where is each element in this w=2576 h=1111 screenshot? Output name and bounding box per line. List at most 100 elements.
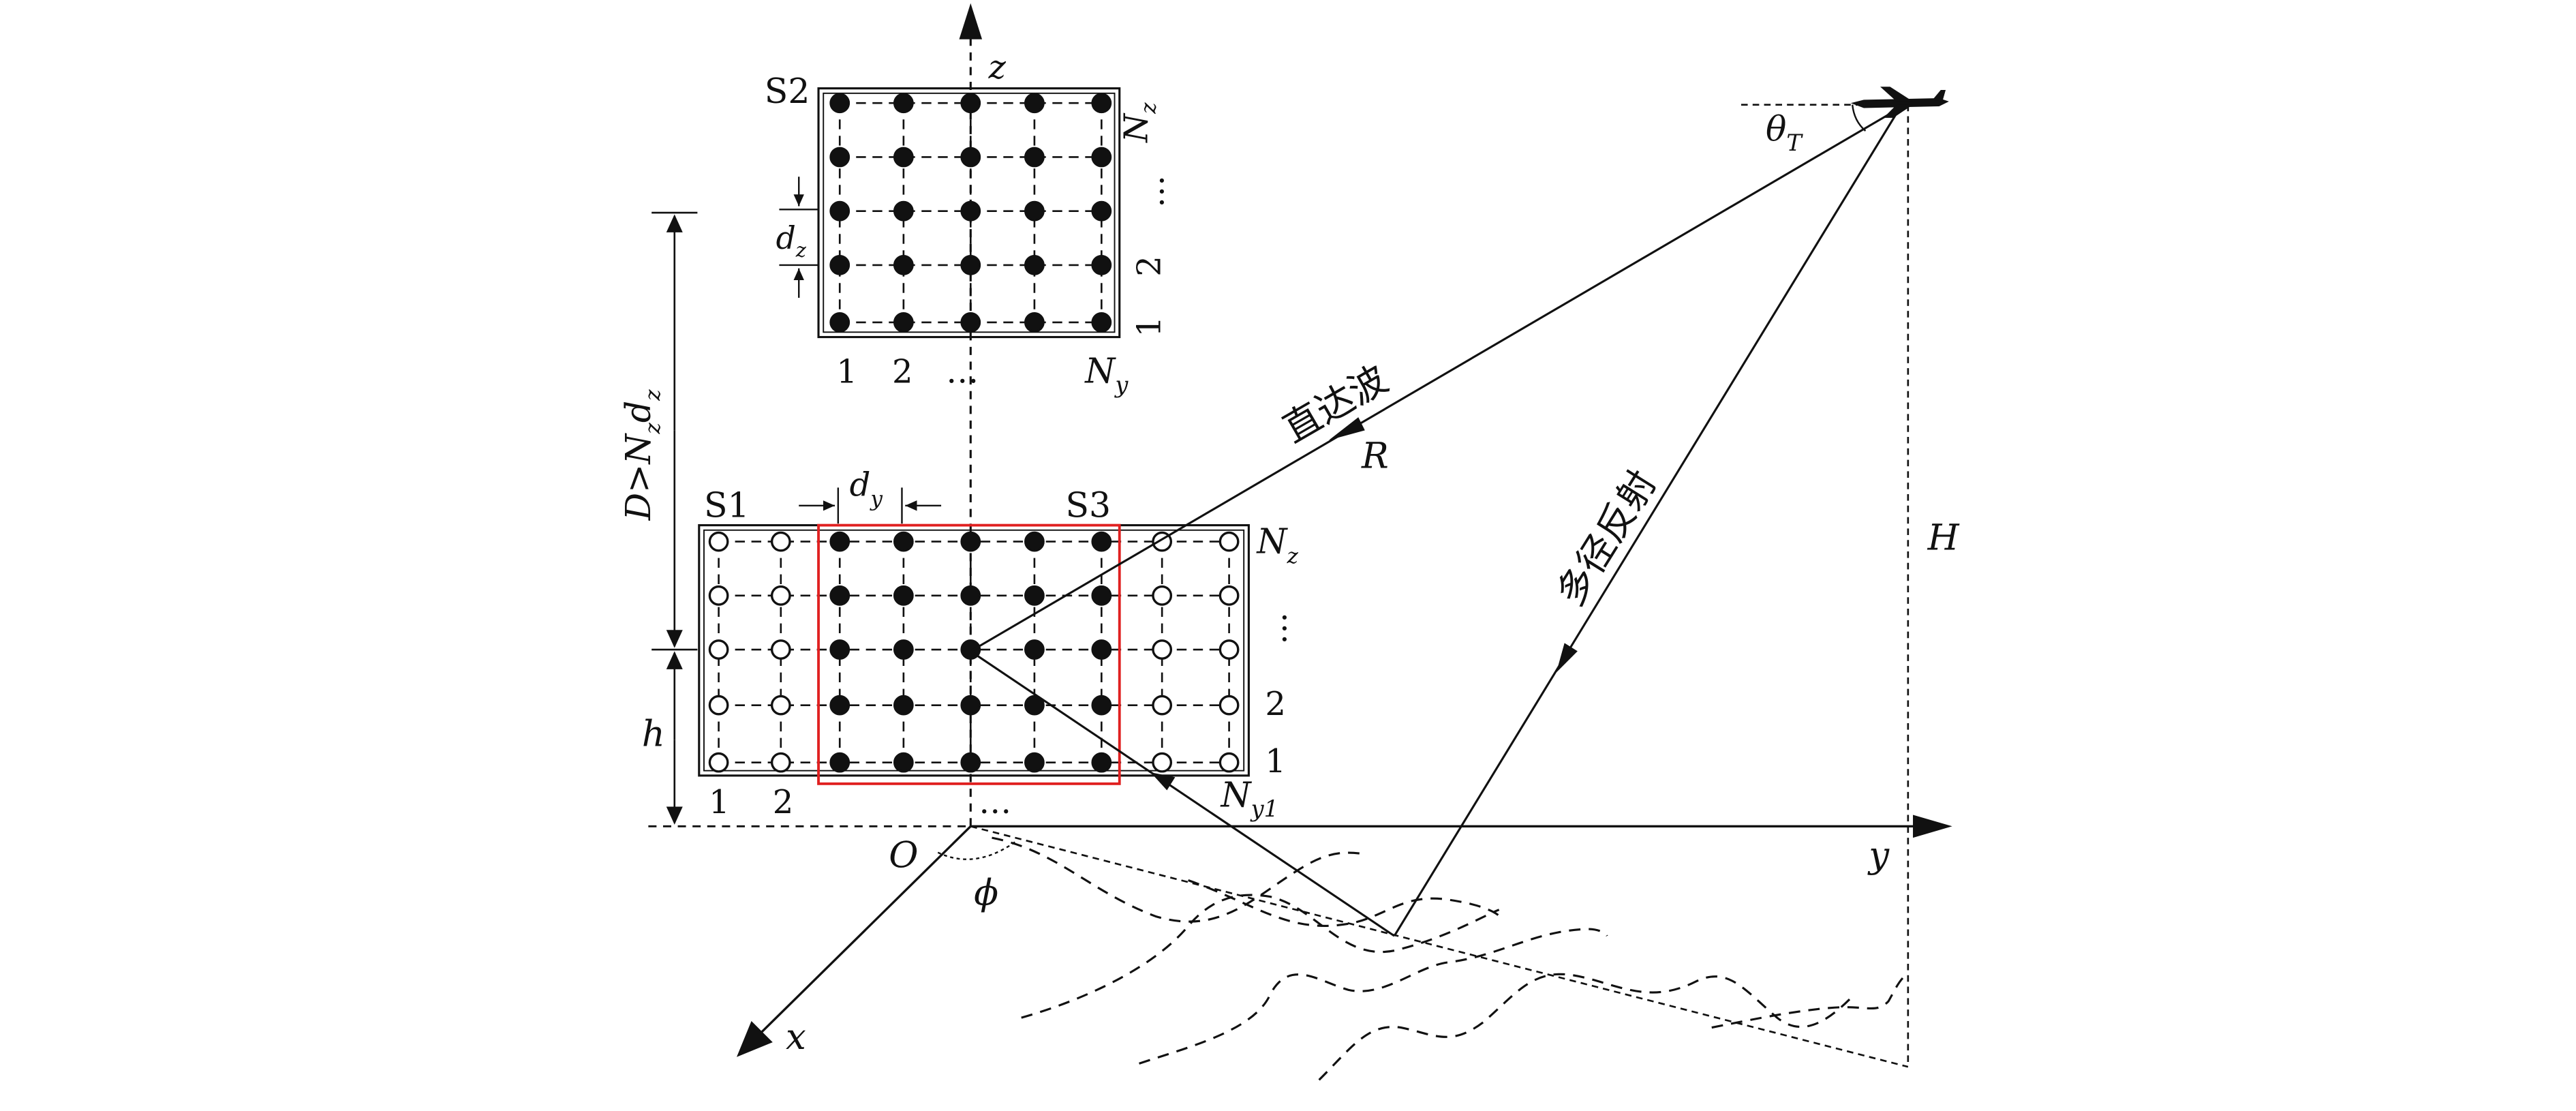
dy-main: d: [850, 466, 871, 504]
array-s1-row-dots: …: [1257, 612, 1295, 645]
array-s2-active-element: [893, 147, 914, 168]
array-s1-nz-label: Nz: [1255, 521, 1298, 568]
separation-D-label: D>Nzdz: [618, 389, 665, 521]
array-s2-col-2: 2: [892, 353, 913, 391]
array-s2-active-element: [829, 200, 850, 222]
dimension-annotations: D>Nzdz h H: [618, 104, 1960, 1067]
array-s1-inactive-element: [1152, 585, 1173, 606]
array-s2-active-element: [960, 200, 981, 222]
array-s1-inactive-element: [708, 752, 729, 773]
array-s1-ny1-main: N: [1220, 774, 1253, 815]
array-s2-ny-sub: y: [1114, 371, 1129, 398]
array-s1-inactive-element: [708, 639, 729, 660]
array-s1-active-element: [829, 695, 850, 716]
array-s1-active-element: [1024, 585, 1045, 606]
surface-curve-6: [1711, 973, 1909, 1029]
x-axis-label: x: [786, 1016, 806, 1058]
array-s1-inactive-element: [770, 695, 791, 716]
array-s2-nz-label: Nz: [1118, 102, 1161, 143]
array-s2-row-2: 2: [1131, 256, 1169, 277]
surface-curve-2: [1188, 879, 1503, 927]
array-s1-nz-main: N: [1255, 521, 1288, 561]
array-s2-col-1: 1: [836, 353, 857, 391]
array-s1-row-1: 1: [1265, 742, 1286, 780]
dy-spacing-marker: dy: [799, 466, 942, 524]
ground-projection-line: [970, 825, 1909, 1068]
array-s2-frame: [817, 87, 1121, 339]
array-s2-active-element: [1091, 312, 1112, 333]
h-label: h: [642, 714, 665, 755]
multipath-incident-path: [1393, 107, 1901, 937]
array-s2-ny-label: Ny: [1084, 351, 1129, 398]
array-s1-inactive-element: [1152, 752, 1173, 773]
array-s1-active-element: [960, 752, 981, 773]
direct-wave-arrowhead: [1329, 417, 1365, 440]
array-s2-active-element: [1024, 312, 1045, 333]
array-s1-inactive-element: [1218, 585, 1240, 606]
array-s2-active-element: [829, 312, 850, 333]
dz-main: d: [776, 220, 796, 256]
array-s1-active-element: [829, 639, 850, 660]
aircraft-icon: [1850, 87, 1949, 118]
array-s1-inactive-element: [708, 585, 729, 606]
array-s1-active-element: [1091, 585, 1112, 606]
separation-D-sub2: z: [641, 389, 665, 401]
propagation-paths: θT R 直达波 多径反射: [970, 104, 1909, 1068]
array-s2-nz-sub: z: [1137, 102, 1161, 115]
phi-label: ϕ: [974, 872, 998, 914]
theta-sub: T: [1786, 130, 1803, 156]
array-s1-inactive-element: [1152, 639, 1173, 660]
array-s2-active-element: [829, 93, 850, 114]
array-s1-active-element: [1024, 531, 1045, 552]
dz-label: dz: [776, 220, 807, 262]
subarray-s3-outline: [817, 523, 1121, 785]
array-s2-active-element: [960, 312, 981, 333]
array-s2-active-element: [1024, 255, 1045, 275]
array-s1-inactive-element: [770, 752, 791, 773]
array-s2-row-dots: …: [1134, 175, 1172, 208]
array-s1-inactive-element: [1218, 531, 1240, 552]
array-s2-active-element: [893, 312, 914, 333]
separation-D-d: d: [618, 401, 658, 423]
phi-angle-arc: [937, 840, 1017, 860]
origin-label: O: [889, 834, 918, 876]
array-s2-nz-main: N: [1118, 112, 1156, 143]
array-s2-ny-main: N: [1084, 351, 1116, 391]
multipath-label: 多径反射: [1549, 463, 1666, 613]
array-s1-grid: [698, 524, 1250, 777]
y-axis-arrowhead: [1913, 815, 1952, 838]
array-s1-inactive-element: [1152, 695, 1173, 716]
array-s1-active-element: [893, 752, 914, 773]
array-s2-active-element: [1091, 93, 1112, 114]
multipath-reflected-path: [970, 650, 1395, 937]
array-s1-active-element: [1024, 639, 1045, 660]
array-s1-active-element: [1024, 695, 1045, 716]
array-s2-active-element: [893, 255, 914, 275]
H-label: H: [1927, 517, 1960, 559]
separation-D-sub1: z: [641, 423, 665, 435]
dz-sub: z: [795, 239, 807, 262]
array-s2-active-element: [1024, 93, 1045, 114]
array-s1-active-element: [893, 585, 914, 606]
array-s2-grid: [817, 87, 1121, 339]
dy-sub: y: [869, 487, 883, 511]
array-s2-active-element: [829, 255, 850, 275]
array-s1-active-element: [960, 531, 981, 552]
array-s1-active-element: [1091, 531, 1112, 552]
array-s2-active-element: [1091, 147, 1112, 168]
array-s1-labels: S1 S3 Nz … 2 1 1 2 … Ny1 dy: [704, 466, 1299, 822]
array-s1-name: S1: [704, 485, 750, 526]
svg-text:D>Nzdz: D>Nzdz: [618, 389, 665, 521]
array-s1-inactive-element: [770, 531, 791, 552]
reflected-arrowhead: [1150, 772, 1176, 791]
array-s1-active-element: [829, 585, 850, 606]
array-s1-row-2: 2: [1265, 685, 1286, 723]
array-s1-active-element: [893, 531, 914, 552]
array-s2-labels: S2 Nz … 2 1 1 2 … Ny dz: [765, 71, 1172, 398]
y-axis-label: y: [1867, 834, 1890, 876]
array-s1-inactive-element: [708, 531, 729, 552]
z-axis-arrowhead: [959, 3, 983, 40]
surface-curve-4: [1139, 928, 1608, 1065]
array-s2-active-element: [893, 93, 914, 114]
array-s1-active-element: [960, 695, 981, 716]
